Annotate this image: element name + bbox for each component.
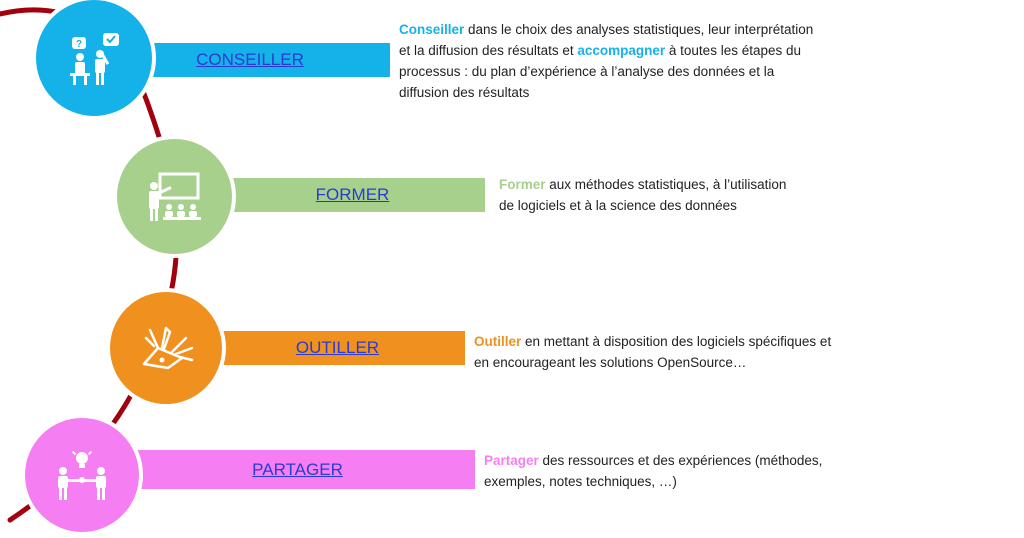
outiller-bar: OUTILLER bbox=[210, 331, 465, 365]
former-link[interactable]: FORMER bbox=[315, 185, 390, 204]
description-text: à toutes les étapes du bbox=[665, 43, 801, 58]
description-line: Outiller en mettant à disposition des lo… bbox=[474, 331, 831, 352]
teacher-classroom-icon bbox=[148, 172, 201, 221]
swiss-army-knife-icon bbox=[142, 326, 194, 370]
former-circle bbox=[113, 135, 236, 258]
description-text: processus : du plan d’expérience à l’ana… bbox=[399, 64, 775, 79]
keyword: Former bbox=[499, 177, 546, 192]
outiller-description: Outiller en mettant à disposition des lo… bbox=[474, 331, 831, 373]
keyword: accompagner bbox=[577, 43, 666, 58]
conseiller-circle: ? bbox=[32, 0, 156, 120]
description-line: en encourageant les solutions OpenSource… bbox=[474, 352, 831, 373]
description-text: en mettant à disposition des logiciels s… bbox=[521, 334, 832, 349]
description-text: diffusion des résultats bbox=[399, 85, 530, 100]
former-bar: FORMER bbox=[220, 178, 485, 212]
description-text: en encourageant les solutions OpenSource… bbox=[474, 355, 747, 370]
outiller-circle bbox=[106, 288, 226, 408]
description-line: de logiciels et à la science des données bbox=[499, 195, 786, 216]
description-text: aux méthodes statistiques, à l’utilisati… bbox=[545, 177, 787, 192]
description-line: Former aux méthodes statistiques, à l’ut… bbox=[499, 174, 786, 195]
conseiller-description: Conseiller dans le choix des analyses st… bbox=[399, 19, 813, 103]
conseiller-link[interactable]: CONSEILLER bbox=[196, 50, 304, 69]
description-text: et la diffusion des résultats et bbox=[399, 43, 578, 58]
keyword: Outiller bbox=[474, 334, 522, 349]
partager-bar: PARTAGER bbox=[100, 450, 475, 489]
description-line: exemples, notes techniques, …) bbox=[484, 471, 822, 492]
keyword: Conseiller bbox=[399, 22, 465, 37]
partager-circle bbox=[21, 414, 143, 536]
partager-description: Partager des ressources et des expérienc… bbox=[484, 450, 822, 492]
description-text: de logiciels et à la science des données bbox=[499, 198, 737, 213]
consulting-people-icon: ? bbox=[70, 33, 119, 85]
former-description: Former aux méthodes statistiques, à l’ut… bbox=[499, 174, 786, 216]
outiller-link[interactable]: OUTILLER bbox=[295, 338, 380, 357]
description-line: diffusion des résultats bbox=[399, 82, 813, 103]
description-text: des ressources et des expériences (métho… bbox=[538, 453, 823, 468]
description-line: et la diffusion des résultats et accompa… bbox=[399, 40, 813, 61]
conseiller-bar: CONSEILLER bbox=[140, 43, 390, 77]
description-text: dans le choix des analyses statistiques,… bbox=[464, 22, 814, 37]
partager-link[interactable]: PARTAGER bbox=[252, 459, 343, 479]
sharing-idea-icon bbox=[58, 450, 106, 500]
keyword: Partager bbox=[484, 453, 539, 468]
description-line: processus : du plan d’expérience à l’ana… bbox=[399, 61, 813, 82]
svg-text:?: ? bbox=[76, 39, 82, 50]
description-text: exemples, notes techniques, …) bbox=[484, 474, 677, 489]
description-line: Conseiller dans le choix des analyses st… bbox=[399, 19, 813, 40]
description-line: Partager des ressources et des expérienc… bbox=[484, 450, 822, 471]
